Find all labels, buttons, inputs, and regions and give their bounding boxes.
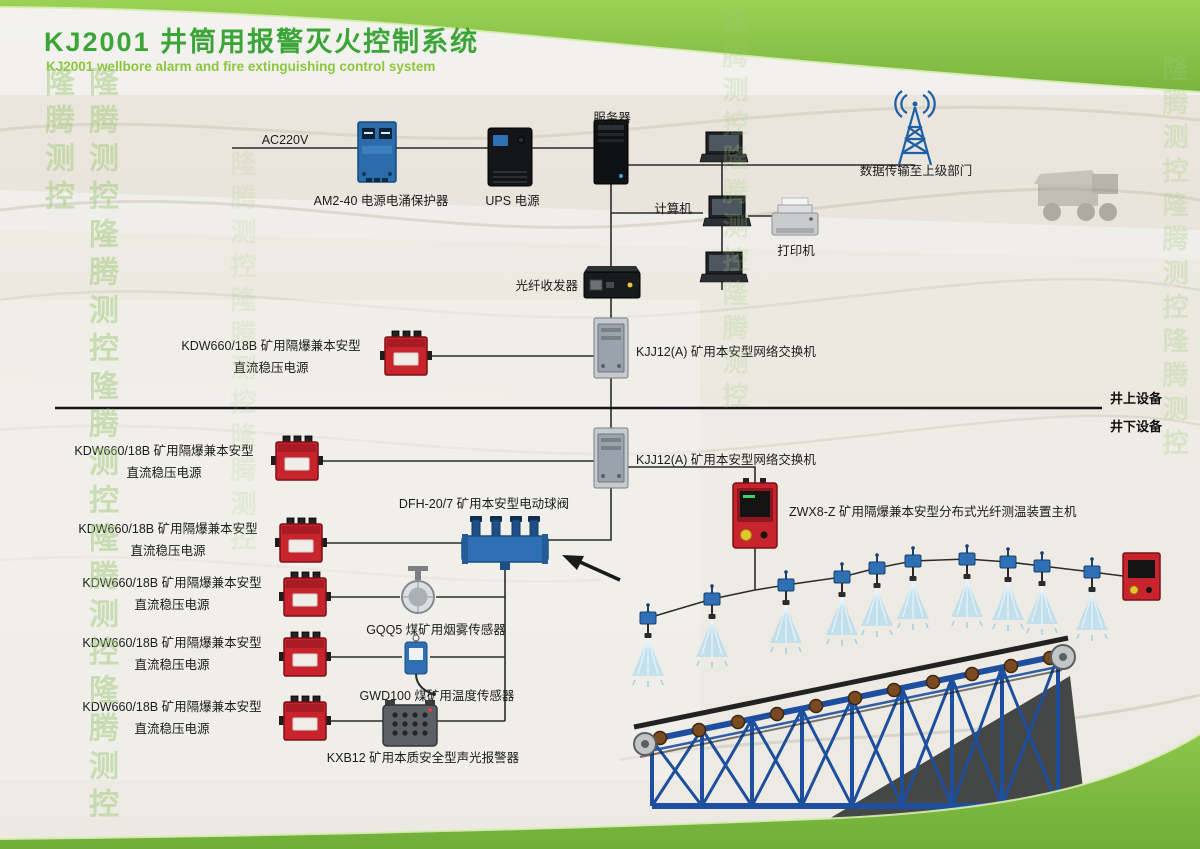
printer-label: 打印机 xyxy=(777,244,815,258)
computer-label: 计算机 xyxy=(654,202,692,216)
fiber-temp-host-device xyxy=(732,478,778,549)
kdw-label-line1: KDW660/18B 矿用隔爆兼本安型 xyxy=(82,700,262,714)
kdw-power-device xyxy=(278,571,332,617)
kdw-label-line2: 直流稳压电源 xyxy=(134,657,210,672)
page-title: KJ2001 井筒用报警灭火控制系统 xyxy=(44,27,480,57)
sound-light-alarm-label: KXB12 矿用本质安全型声光报警器 xyxy=(326,751,520,765)
kdw-power-label-5: KDW660/18B 矿用隔爆兼本安型 直流稳压电源 xyxy=(66,633,278,677)
kdw-label-line2: 直流稳压电源 xyxy=(126,465,202,480)
kdw-label-line1: KDW660/18B 矿用隔爆兼本安型 xyxy=(82,636,262,650)
kdw-label-line1: KDW660/18B 矿用隔爆兼本安型 xyxy=(78,522,258,536)
ac220v-label: AC220V xyxy=(261,133,309,147)
sound-light-alarm-device xyxy=(382,700,438,747)
smoke-sensor-device xyxy=(401,566,435,614)
network-switch-label-2: KJJ12(A) 矿用本安型网络交换机 xyxy=(636,453,816,467)
smoke-sensor-label: GQQ5 煤矿用烟雾传感器 xyxy=(366,623,506,637)
kdw-label-line1: KDW660/18B 矿用隔爆兼本安型 xyxy=(74,444,254,458)
network-switch-label-1: KJJ12(A) 矿用本安型网络交换机 xyxy=(636,345,816,359)
kdw-power-device xyxy=(278,631,332,677)
network-switch-device xyxy=(593,427,629,489)
kdw-label-line2: 直流稳压电源 xyxy=(134,597,210,612)
fiber-temp-host-label: ZWX8-Z 矿用隔爆兼本安型分布式光纤测温装置主机 xyxy=(789,505,1077,519)
laptop-icon xyxy=(702,195,752,227)
kdw-power-device xyxy=(379,330,433,376)
ball-valve-label: DFH-20/7 矿用本安型电动球阀 xyxy=(398,497,570,511)
surface-equipment-label: 井上设备 xyxy=(1110,391,1163,406)
ups-device xyxy=(487,127,533,187)
server-device xyxy=(593,119,629,185)
kdw-label-line1: KDW660/18B 矿用隔爆兼本安型 xyxy=(82,576,262,590)
surge-protector-label: AM2-40 电源电涌保护器 xyxy=(313,194,449,208)
antenna-icon xyxy=(894,90,936,166)
slave-unit-device xyxy=(1122,552,1161,601)
kdw-power-device xyxy=(274,517,328,563)
fiber-transceiver-device xyxy=(583,266,641,299)
kdw-label-line1: KDW660/18B 矿用隔爆兼本安型 xyxy=(181,339,361,353)
flow-arrow-icon xyxy=(562,555,621,582)
kdw-label-line2: 直流稳压电源 xyxy=(233,360,309,375)
bottom-green-band xyxy=(0,734,1200,849)
haul-truck-silhouette xyxy=(1034,170,1118,221)
ball-valve-device xyxy=(461,516,549,570)
kdw-power-label-3: KDW660/18B 矿用隔爆兼本安型 直流稳压电源 xyxy=(62,519,274,563)
kdw-power-label-2: KDW660/18B 矿用隔爆兼本安型 直流稳压电源 xyxy=(58,441,270,485)
underground-equipment-label: 井下设备 xyxy=(1110,419,1163,434)
kdw-power-device xyxy=(278,695,332,741)
kdw-power-label-1: KDW660/18B 矿用隔爆兼本安型 直流稳压电源 xyxy=(165,336,377,380)
kdw-label-line2: 直流稳压电源 xyxy=(134,721,210,736)
surge-protector-device xyxy=(357,121,397,183)
ups-label: UPS 电源 xyxy=(485,194,540,208)
server-label: 服务器 xyxy=(593,111,631,125)
network-switch-device xyxy=(593,317,629,379)
laptop-icon xyxy=(699,251,749,283)
kdw-power-label-6: KDW660/18B 矿用隔爆兼本安型 直流稳压电源 xyxy=(66,697,278,741)
kdw-power-label-4: KDW660/18B 矿用隔爆兼本安型 直流稳压电源 xyxy=(66,573,278,617)
kdw-label-line2: 直流稳压电源 xyxy=(130,543,206,558)
laptop-icon xyxy=(699,131,749,163)
data-upload-label: 数据传输至上级部门 xyxy=(859,164,973,178)
kdw-power-device xyxy=(270,435,324,481)
printer-device xyxy=(771,197,819,236)
temp-sensor-device xyxy=(404,634,436,696)
fiber-transceiver-label: 光纤收发器 xyxy=(515,279,578,293)
page-subtitle: KJ2001 wellbore alarm and fire extinguis… xyxy=(46,59,436,74)
temp-sensor-label: GWD100 煤矿用温度传感器 xyxy=(359,689,515,703)
